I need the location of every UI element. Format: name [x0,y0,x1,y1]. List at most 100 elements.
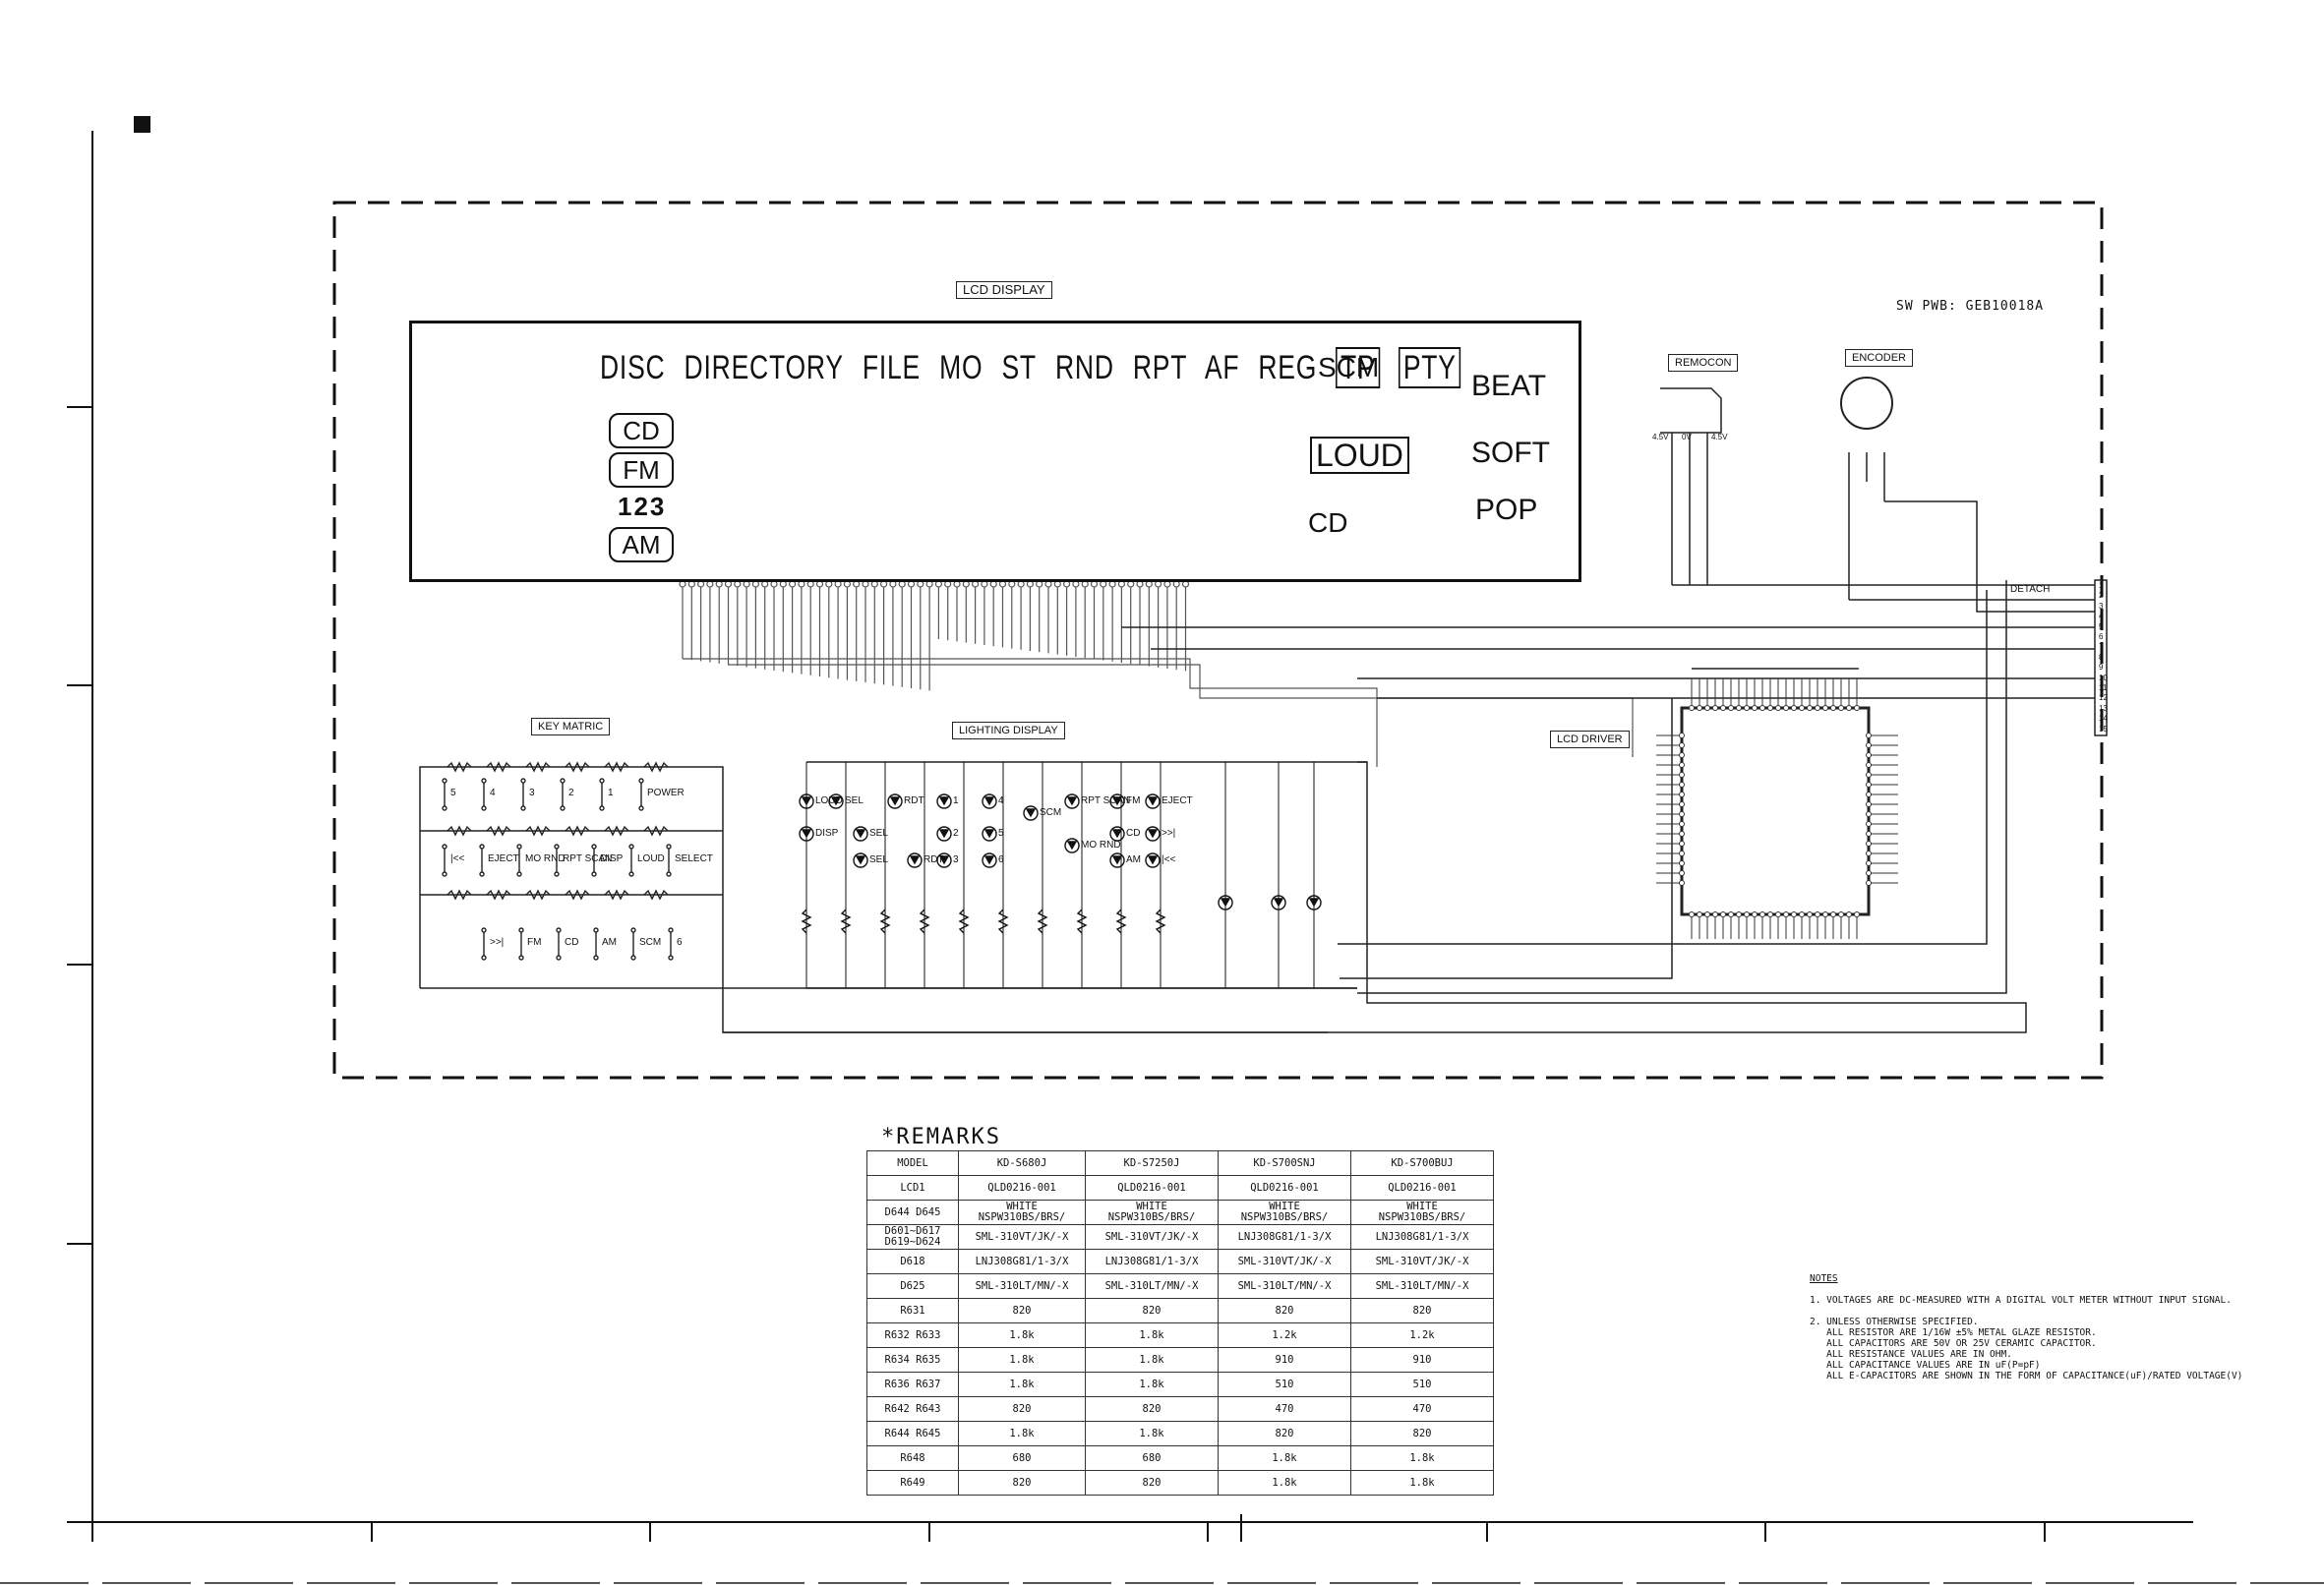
remarks-cell: SML-310LT/MN/-X [958,1273,1086,1299]
connector-pin: 14 [2099,714,2108,724]
indicator-af: AF [1204,349,1240,386]
led-label: RDT [924,854,944,865]
lcd-display-label: LCD DISPLAY [956,281,1052,299]
remarks-cell: D625 [866,1273,959,1299]
indicator-file: FILE [862,349,922,386]
connector-pin: 10 [2099,673,2108,682]
remarks-cell: 470 [1350,1396,1494,1422]
indicator-disc: DISC [600,349,666,386]
key-switch-label: EJECT [488,853,519,864]
remarks-cell: 680 [958,1445,1086,1471]
resistor-symbol [1076,909,1088,934]
key-switch-label: FM [527,937,542,948]
resistor-symbol [643,889,669,901]
loud-indicator: LOUD [1310,437,1409,474]
eq-pop: POP [1475,494,1538,526]
remarks-cell: R648 [866,1445,959,1471]
led-label: |<< [1162,854,1176,865]
remarks-cell: SML-310VT/JK/-X [1218,1249,1351,1274]
remarks-cell: 1.8k [1085,1372,1219,1397]
led-label: CD [1126,828,1141,839]
led-label: EJECT [1162,795,1193,806]
remarks-cell: 1.8k [1350,1445,1494,1471]
remarks-cell: LCD1 [866,1175,959,1201]
connector-pin: 6 [2099,632,2104,641]
led-label: SCM [1040,807,1062,818]
connector-pin: 12 [2099,693,2108,703]
notes-title: NOTES [1810,1273,1838,1284]
remarks-cell: 910 [1350,1347,1494,1373]
remarks-cell: 820 [958,1298,1086,1323]
led-symbol [887,793,903,809]
remarks-cell: KD-S7250J [1085,1150,1219,1176]
indicator-st: ST [1001,349,1037,386]
remarks-cell: QLD0216-001 [958,1175,1086,1201]
led-label: SEL [869,828,888,839]
resistor-symbol [643,761,669,773]
resistor-symbol [565,761,590,773]
preset-numbers: 123 [618,492,667,521]
led-symbol [1145,852,1161,868]
remarks-cell: R644 R645 [866,1421,959,1446]
remarks-cell: 1.8k [958,1421,1086,1446]
section-bullet [134,116,150,133]
indicator-mo: MO [939,349,983,386]
connector-pin: 9 [2099,663,2104,673]
remarks-cell: D644 D645 [866,1200,959,1225]
remarks-cell: 820 [1085,1396,1219,1422]
led-symbol [982,852,997,868]
resistor-symbol [565,825,590,837]
remarks-cell: 820 [1218,1421,1351,1446]
indicator-rpt: RPT [1132,349,1188,386]
remarks-cell: 820 [1085,1470,1219,1496]
remarks-cell: 820 [1085,1298,1219,1323]
led-label: DISP [815,828,839,839]
led-label: 2 [953,828,959,839]
led-symbol [907,852,923,868]
remarks-cell: 510 [1218,1372,1351,1397]
resistor-symbol [643,825,669,837]
key-switch-label: POWER [647,788,685,798]
remarks-cell: 510 [1350,1372,1494,1397]
key-switch-label: DISP [600,853,624,864]
led-symbol [1109,852,1125,868]
resistor-symbol [565,889,590,901]
resistor-symbol [604,825,629,837]
connector-pin: 4 [2099,612,2104,621]
resistor-symbol [447,889,472,901]
ribbon-bus [683,658,1378,767]
led-symbol [936,852,952,868]
led-label: >>| [1162,828,1176,839]
resistor-symbol [958,909,970,934]
lighting-display-label: LIGHTING DISPLAY [952,722,1065,739]
remarks-cell: QLD0216-001 [1218,1175,1351,1201]
remarks-cell: KD-S680J [958,1150,1086,1176]
key-switch-label: 1 [608,788,614,798]
led-label: FM [1126,795,1141,806]
remarks-cell: LNJ308G81/1-3/X [1085,1249,1219,1274]
ribbon-bus [728,664,1634,757]
remarks-cell: 1.8k [1218,1445,1351,1471]
led-symbol [1109,826,1125,842]
led-symbol [982,826,997,842]
resistor-symbol [879,909,891,934]
resistor-symbol [486,761,511,773]
key-switch-label: MO RND [525,853,566,864]
remarks-cell: SML-310LT/MN/-X [1085,1273,1219,1299]
key-switch-label: |<< [450,853,465,864]
led-symbol [1109,793,1125,809]
remarks-cell: SML-310VT/JK/-X [1350,1249,1494,1274]
remarks-cell: SML-310VT/JK/-X [1085,1224,1219,1250]
